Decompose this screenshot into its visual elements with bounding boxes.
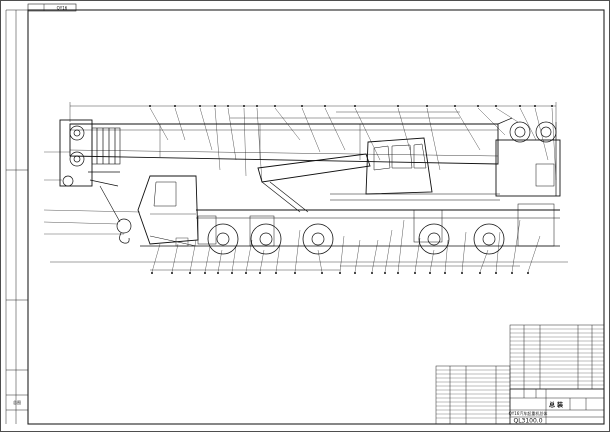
corner-tag-box xyxy=(27,3,77,12)
title-block xyxy=(435,365,605,425)
inner-border xyxy=(27,9,605,425)
crane-drawing xyxy=(43,102,568,273)
title-block-code: QL3100.0 xyxy=(513,418,542,425)
title-block-name: 总 装 xyxy=(549,401,563,409)
title-block-subtitle: QY16汽车起重机总体 xyxy=(509,410,548,416)
callout-markers-top xyxy=(149,105,553,107)
callout-markers-bottom xyxy=(151,272,529,274)
side-stamp: 总图 xyxy=(13,399,21,405)
wheels xyxy=(207,223,505,255)
parts-list-table xyxy=(509,324,605,390)
corner-tag: QY16 xyxy=(57,6,68,11)
